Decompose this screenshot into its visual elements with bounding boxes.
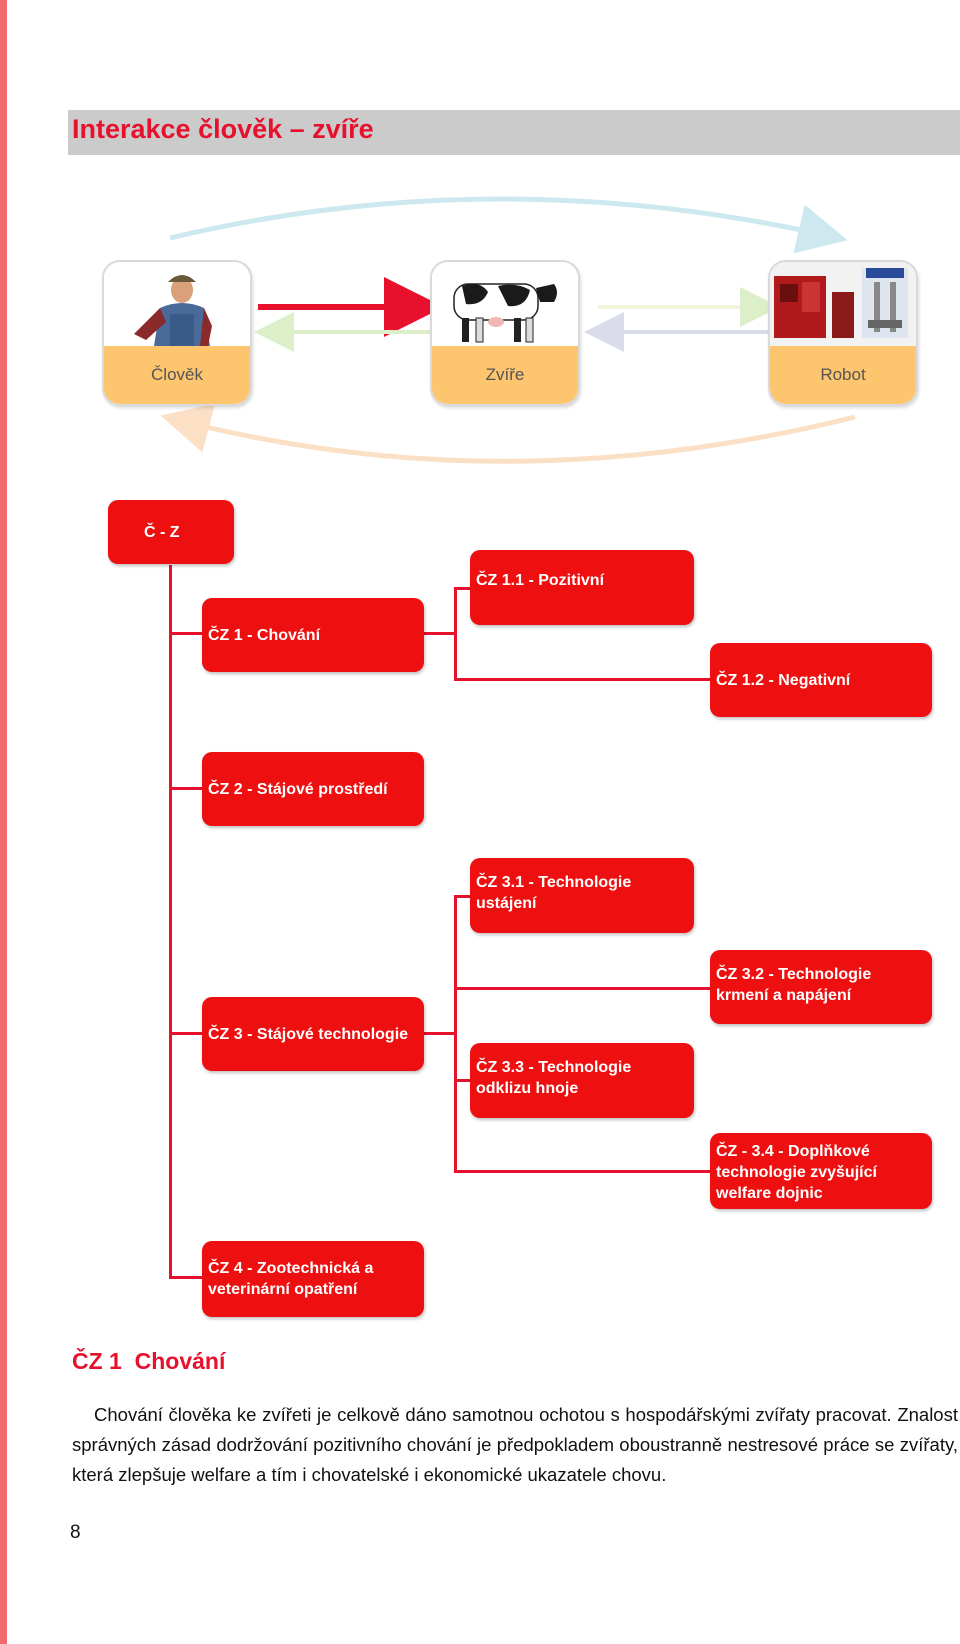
section-title: Interakce člověk – zvíře: [72, 114, 374, 144]
body-paragraph: Chování člověka ke zvířeti je celkově dá…: [72, 1404, 958, 1485]
interaction-arrows: [160, 196, 856, 464]
page-number: 8: [70, 1522, 81, 1543]
connector-cz3-branch: [422, 1032, 456, 1035]
tree-node-cz3-4: ČZ - 3.4 - Doplňkové technologie zvyšují…: [710, 1133, 932, 1209]
cow-image: [432, 262, 578, 346]
node-human: Člověk: [102, 260, 252, 406]
connector-cz4: [169, 1276, 203, 1279]
connector-cz3: [169, 1032, 203, 1035]
node-label-human: Člověk: [104, 346, 250, 404]
tree-node-cz3: ČZ 3 - Stájové technologie: [202, 997, 424, 1071]
arc-top-arrow: [169, 196, 848, 254]
tree-node-cz3-1: ČZ 3.1 - Technologie ustájení: [470, 858, 694, 933]
connector-cz3-4: [454, 1170, 712, 1173]
tree-node-cz3-3: ČZ 3.3 - Technologie odklizu hnoje: [470, 1043, 694, 1118]
node-label-robot: Robot: [770, 346, 916, 404]
milking-robot-image: [770, 262, 916, 346]
cz3-subtrunk: [454, 895, 457, 1171]
connector-cz3-3: [454, 1079, 472, 1082]
connector-cz1: [169, 632, 203, 635]
tree-node-cz1-2: ČZ 1.2 - Negativní: [710, 643, 932, 717]
node-label-animal: Zvíře: [432, 346, 578, 404]
tree-node-cz1: ČZ 1 - Chování: [202, 598, 424, 672]
connector-cz3-1: [454, 895, 472, 898]
tree-node-cz4: ČZ 4 - Zootechnická a veterinární opatře…: [202, 1241, 424, 1317]
arc-bottom-arrow: [160, 404, 856, 464]
page-left-border: [0, 0, 7, 1644]
interaction-diagram: Člověk Zvíře Robot: [0, 180, 960, 480]
connector-cz3-2: [454, 987, 712, 990]
tree-node-cz2: ČZ 2 - Stájové prostředí: [202, 752, 424, 826]
tree-node-cz1-1: ČZ 1.1 - Pozitivní: [470, 550, 694, 625]
node-animal: Zvíře: [430, 260, 580, 406]
section-header-bar: [68, 110, 960, 155]
connector-cz2: [169, 787, 203, 790]
connector-cz1-1: [454, 587, 472, 590]
farmer-image: [104, 262, 250, 346]
cz1-subtrunk: [454, 587, 457, 680]
connector-cz1-2: [454, 678, 712, 681]
tree-main-trunk: [169, 565, 172, 1277]
subsection-heading: ČZ 1 Chování: [72, 1348, 226, 1374]
node-robot: Robot: [768, 260, 918, 406]
tree-node-root: Č - Z: [108, 500, 234, 564]
connector-cz1-branch: [422, 632, 456, 635]
tree-node-cz3-2: ČZ 3.2 - Technologie krmení a napájení: [710, 950, 932, 1024]
